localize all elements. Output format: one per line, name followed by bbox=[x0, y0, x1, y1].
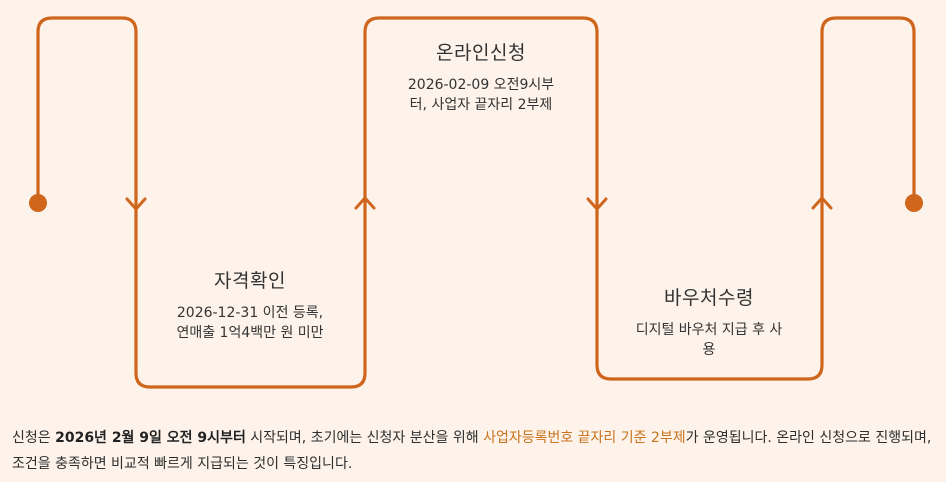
caption-highlight: 사업자등록번호 끝자리 기준 2부제 bbox=[483, 430, 686, 446]
arrow-up-1-icon bbox=[354, 196, 376, 210]
step-title: 온라인신청 bbox=[436, 42, 526, 64]
caption-part-2: 시작되며, 초기에는 신청자 분산을 위해 bbox=[245, 430, 484, 446]
step-eligibility: 자격확인 2026-12-31 이전 등록, 연매출 1억4백만 원 미만 bbox=[150, 266, 350, 343]
step-online-application: 온라인신청 2026-02-09 오전9시부터, 사업자 끝자리 2부제 bbox=[381, 38, 581, 115]
end-dot bbox=[905, 194, 923, 212]
arrow-down-2-icon bbox=[586, 197, 608, 211]
step-title: 바우처수령 bbox=[664, 287, 754, 309]
caption-part-3: 가 운영됩니다. 온라인 신청으로 진행되며, 조건을 충족하면 비교적 빠르게… bbox=[12, 430, 932, 472]
start-dot bbox=[29, 194, 47, 212]
arrow-up-2-icon bbox=[811, 196, 833, 210]
flow-path bbox=[36, 16, 916, 389]
caption-part-1: 신청은 bbox=[12, 430, 56, 446]
step-description: 디지털 바우처 지급 후 사용 bbox=[635, 322, 783, 358]
step-description: 2026-02-09 오전9시부터, 사업자 끝자리 2부제 bbox=[407, 77, 555, 113]
caption-start-date: 2026년 2월 9일 오전 9시부터 bbox=[55, 430, 246, 446]
step-title: 자격확인 bbox=[214, 270, 286, 292]
process-flow-line bbox=[29, 16, 923, 389]
caption-text: 신청은 2026년 2월 9일 오전 9시부터 시작되며, 초기에는 신청자 분… bbox=[12, 425, 937, 477]
arrow-down-1-icon bbox=[125, 197, 147, 211]
step-description: 2026-12-31 이전 등록, 연매출 1억4백만 원 미만 bbox=[176, 305, 324, 341]
step-voucher-receipt: 바우처수령 디지털 바우처 지급 후 사용 bbox=[609, 283, 809, 360]
